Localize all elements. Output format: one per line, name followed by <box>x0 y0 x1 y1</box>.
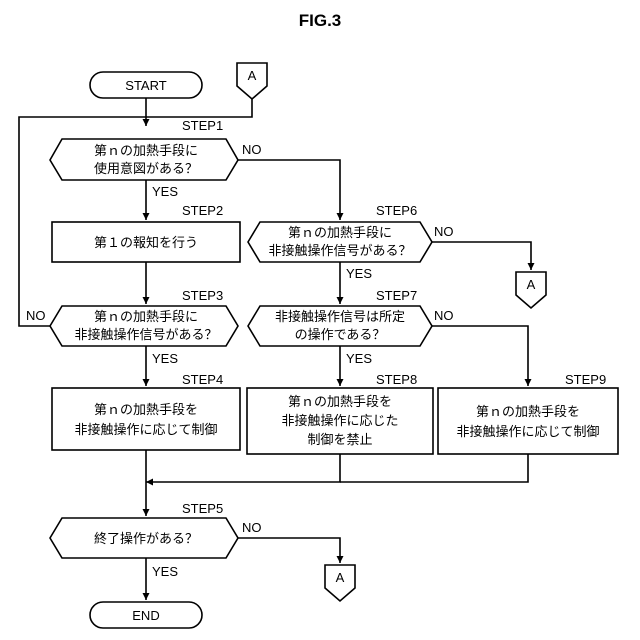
step7-text: の操作である？ <box>295 327 386 343</box>
end-terminal: END <box>90 602 202 628</box>
start-label: START <box>125 78 166 93</box>
step3-decision: 第ｎの加熱手段に 非接触操作信号がある？ <box>50 306 238 346</box>
step7-no-label: NO <box>434 308 454 323</box>
step1-label: STEP1 <box>182 118 223 133</box>
flow-arrow <box>238 160 340 220</box>
connector-label: A <box>336 570 345 585</box>
flow-arrow <box>432 326 528 386</box>
connector-label: A <box>527 277 536 292</box>
step7-decision: 非接触操作信号は所定 の操作である？ <box>248 306 432 346</box>
step8-label: STEP8 <box>376 372 417 387</box>
step5-yes-label: YES <box>152 564 178 579</box>
step8-text: 非接触操作に応じた <box>281 413 398 429</box>
step5-label: STEP5 <box>182 501 223 516</box>
step7-text: 非接触操作信号は所定 <box>275 309 405 325</box>
step3-label: STEP3 <box>182 288 223 303</box>
flow-arrow <box>238 538 340 563</box>
end-label: END <box>132 608 159 623</box>
step1-no-label: NO <box>242 142 262 157</box>
step3-text: 非接触操作信号がある？ <box>74 327 217 343</box>
step6-no-label: NO <box>434 224 454 239</box>
step9-text: 非接触操作に応じて制御 <box>456 424 599 440</box>
step7-label: STEP7 <box>376 288 417 303</box>
connector-a-step6: A <box>516 272 546 308</box>
step3-yes-label: YES <box>152 351 178 366</box>
step5-decision: 終了操作がある？ <box>50 518 238 558</box>
step3-text: 第ｎの加熱手段に <box>94 310 198 325</box>
step4-label: STEP4 <box>182 372 223 387</box>
step1-text: 使用意図がある？ <box>94 161 198 177</box>
step4-text: 非接触操作に応じて制御 <box>74 422 217 438</box>
step5-text: 終了操作がある？ <box>94 531 198 547</box>
step8-process: 第ｎの加熱手段を 非接触操作に応じた 制御を禁止 <box>247 388 433 454</box>
connector-a-bottom: A <box>325 565 355 601</box>
step8-text: 制御を禁止 <box>307 433 372 448</box>
figure-title: FIG.3 <box>299 11 342 30</box>
step8-text: 第ｎの加熱手段を <box>288 395 392 410</box>
step6-text: 第ｎの加熱手段に <box>288 226 392 241</box>
step6-decision: 第ｎの加熱手段に 非接触操作信号がある？ <box>248 222 432 262</box>
step1-text: 第ｎの加熱手段に <box>94 144 198 159</box>
step6-text: 非接触操作信号がある？ <box>268 243 411 259</box>
flow-arrow <box>432 242 531 270</box>
step9-text: 第ｎの加熱手段を <box>476 405 580 420</box>
step5-no-label: NO <box>242 520 262 535</box>
connector-a-top: A <box>237 63 267 99</box>
step9-process: 第ｎの加熱手段を 非接触操作に応じて制御 <box>438 388 618 454</box>
step1-decision: 第ｎの加熱手段に 使用意図がある？ <box>50 139 238 180</box>
step4-process: 第ｎの加熱手段を 非接触操作に応じて制御 <box>52 388 240 450</box>
step6-yes-label: YES <box>346 266 372 281</box>
step7-yes-label: YES <box>346 351 372 366</box>
step3-no-label: NO <box>26 308 46 323</box>
step1-yes-label: YES <box>152 184 178 199</box>
flow-line <box>146 99 252 117</box>
step2-process: 第１の報知を行う <box>52 222 240 262</box>
step4-text: 第ｎの加熱手段を <box>94 403 198 418</box>
step9-label: STEP9 <box>565 372 606 387</box>
step2-label: STEP2 <box>182 203 223 218</box>
flow-arrow <box>146 454 340 482</box>
step2-text: 第１の報知を行う <box>94 235 198 251</box>
flow-line <box>340 454 528 482</box>
step6-label: STEP6 <box>376 203 417 218</box>
connector-label: A <box>248 68 257 83</box>
start-terminal: START <box>90 72 202 98</box>
